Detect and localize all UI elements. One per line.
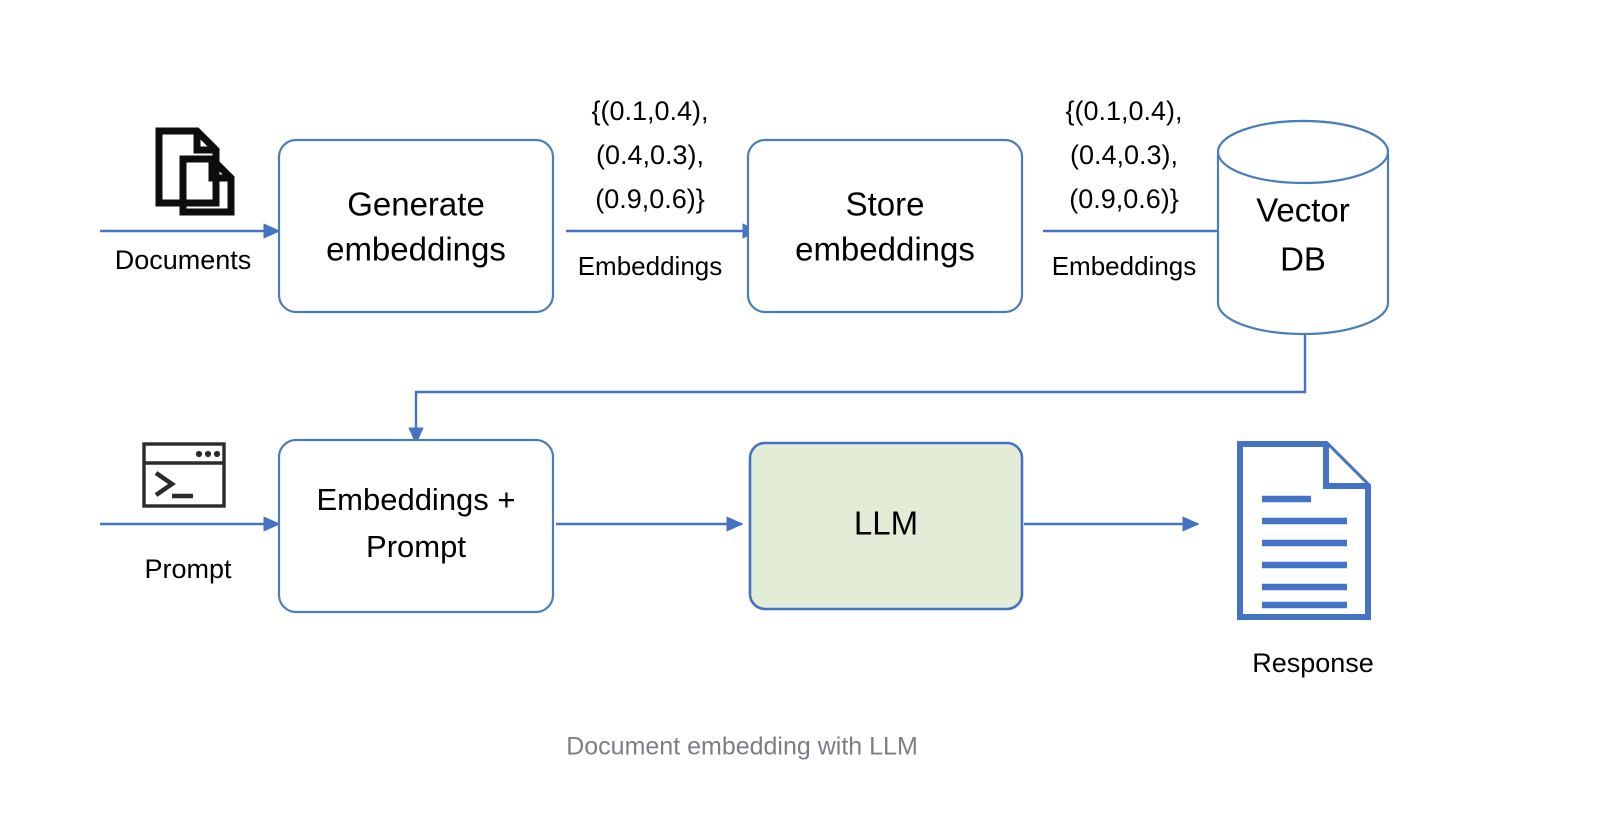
vector-db-label-line2: DB	[1280, 241, 1326, 278]
diagram-caption: Document embedding with LLM	[566, 733, 918, 761]
generate-embeddings-label-line1: Generate	[347, 186, 485, 223]
embeddings-prompt-label-line2: Prompt	[366, 529, 466, 564]
llm-label: LLM	[854, 505, 918, 542]
vector-db-label-line1: Vector	[1256, 192, 1350, 229]
node-llm[interactable]: LLM	[748, 441, 1024, 611]
embeddings-prompt-box[interactable]	[277, 438, 555, 614]
response-output-label: Response	[1252, 648, 1374, 678]
prompt-source-label: Prompt	[144, 554, 232, 584]
store-embeddings-label-line1: Store	[846, 186, 925, 223]
edge-label-embeddings-2: Embeddings	[1052, 251, 1197, 281]
edge-label-store-to-vectordb: {(0.1,0.4), (0.4,0.3), (0.9,0.6)} Embedd…	[1052, 96, 1197, 281]
vector-label-2-line3: (0.9,0.6)}	[1069, 184, 1179, 214]
store-embeddings-label-line2: embeddings	[795, 231, 975, 268]
generate-embeddings-label-line2: embeddings	[326, 231, 506, 268]
response-document-icon	[1237, 441, 1371, 620]
vector-label-2-line2: (0.4,0.3),	[1070, 140, 1178, 170]
embeddings-prompt-label-line1: Embeddings +	[316, 482, 515, 517]
node-generate-embeddings[interactable]: Generate embeddings	[277, 138, 555, 314]
documents-source-label: Documents	[115, 245, 252, 275]
llm-box[interactable]	[748, 441, 1024, 611]
vector-label-1-line3: (0.9,0.6)}	[595, 184, 705, 214]
terminal-prompt-icon	[142, 442, 226, 508]
store-embeddings-box[interactable]	[746, 138, 1024, 314]
vector-db-cylinder-top	[1216, 119, 1390, 185]
vector-label-1-line1: {(0.1,0.4),	[591, 96, 708, 126]
edge-label-embeddings-1: Embeddings	[578, 251, 723, 281]
vector-label-1-line2: (0.4,0.3),	[596, 140, 704, 170]
vector-label-2-line1: {(0.1,0.4),	[1065, 96, 1182, 126]
generate-embeddings-box[interactable]	[277, 138, 555, 314]
node-vector-db[interactable]: Vector DB	[1216, 119, 1390, 336]
edge-vectordb-to-embeddings-prompt	[408, 334, 1307, 445]
documents-stack-icon	[155, 127, 235, 216]
node-embeddings-prompt[interactable]: Embeddings + Prompt	[277, 438, 555, 614]
edge-label-generate-to-store: {(0.1,0.4), (0.4,0.3), (0.9,0.6)} Embedd…	[578, 96, 723, 281]
node-store-embeddings[interactable]: Store embeddings	[746, 138, 1024, 314]
